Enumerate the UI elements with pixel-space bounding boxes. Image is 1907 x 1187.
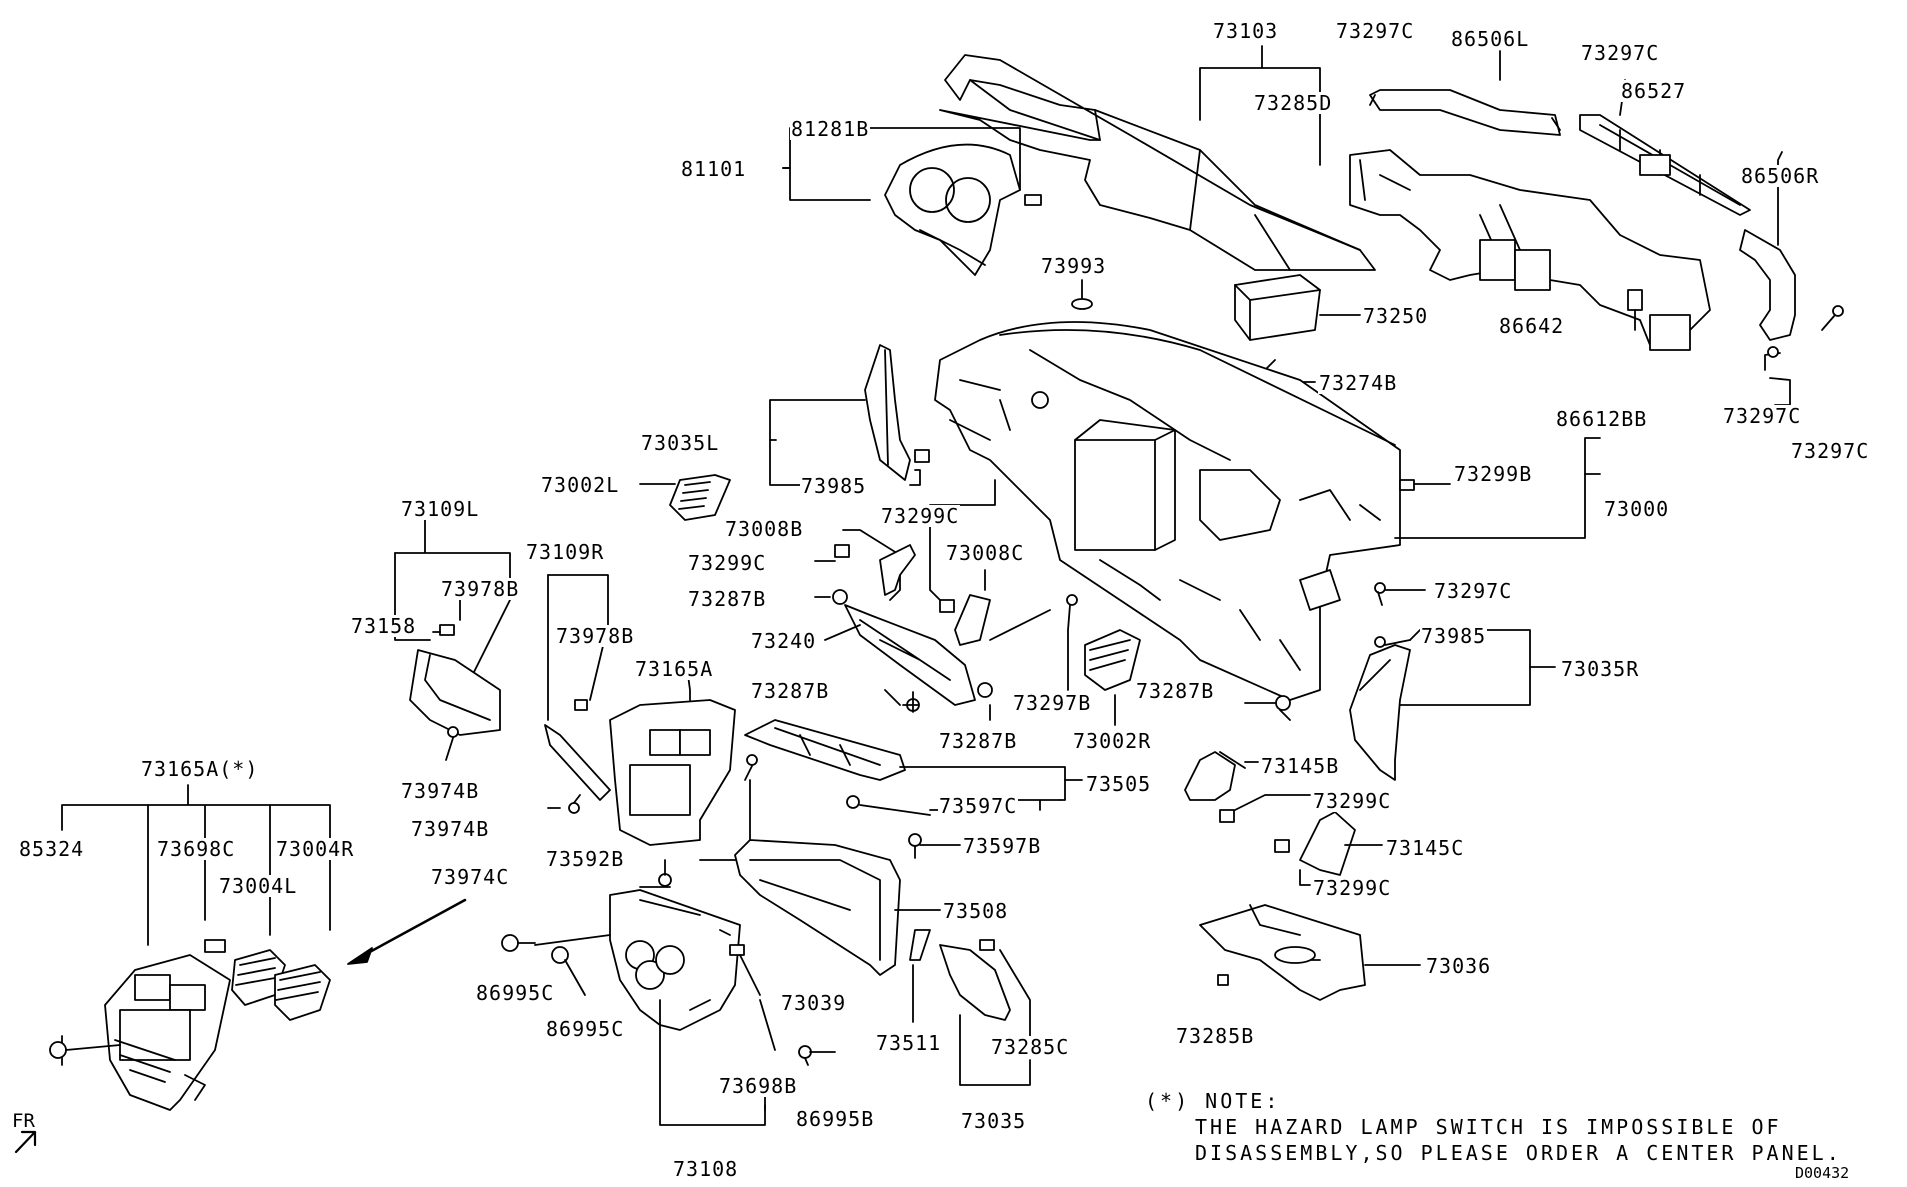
glovebox-shape [734,839,901,976]
duct-left-shape [1369,89,1561,136]
part-label: 73165A(*) [140,757,260,781]
bracket-73145B-shape [1184,751,1236,801]
part-label: 73974C [430,865,511,889]
note-block: (*) NOTE: [1145,1088,1280,1114]
lower-cover-shape [939,944,1011,1021]
note-marker: (*) [1145,1089,1191,1113]
part-label: 73103 [1212,19,1280,43]
part-label: 73297B [1012,691,1093,715]
part-label: 73004R [275,837,356,861]
part-label: 86995B [795,1107,876,1131]
part-label: 73287B [687,587,768,611]
glovebox-bracket-shape [744,719,906,781]
part-label: 81101 [680,157,748,181]
bracket-73008B-shape [879,544,916,596]
lower-panel-left-shape [409,649,501,736]
part-label: 73299B [1453,462,1534,486]
part-label: 73985 [1420,624,1488,648]
part-label: 73002L [540,473,621,497]
part-label: 73036 [1425,954,1493,978]
part-label: 86612BB [1555,407,1649,431]
part-label: 73698B [718,1074,799,1098]
vent-exploded-right-shape [274,964,331,1021]
note-line-1: THE HAZARD LAMP SWITCH IS IMPOSSIBLE OF [1195,1115,1782,1139]
strip-73109R-shape [544,724,611,801]
instrument-panel-shape [934,321,1401,701]
part-label: 73000 [1603,497,1671,521]
part-label: 73108 [672,1157,740,1181]
part-label: 73002R [1072,729,1153,753]
part-label: 86995C [545,1017,626,1041]
part-label: 86527 [1620,79,1688,103]
part-label: 73035 [960,1109,1028,1133]
part-label: 73297C [1335,19,1416,43]
part-label: 73511 [875,1031,943,1055]
part-label: 86642 [1498,314,1566,338]
part-label: 73008B [724,517,805,541]
part-label: 73297C [1790,439,1871,463]
part-label: 73592B [545,847,626,871]
part-label: 73297C [1580,41,1661,65]
note-label: NOTE: [1205,1089,1281,1113]
part-label: 73974B [410,817,491,841]
part-label: 73299C [1312,876,1393,900]
meter-hood-shape [884,143,1021,276]
part-label: 73978B [440,577,521,601]
part-label: 73004L [218,874,299,898]
bracket-73145C-shape [1299,811,1356,876]
part-label: 73109L [400,497,481,521]
part-label: 73597C [938,794,1019,818]
part-label: 81281B [790,117,871,141]
part-label: 86995C [475,981,556,1005]
part-label: 73287B [1135,679,1216,703]
part-label: 73250 [1362,304,1430,328]
part-label: 73299C [1312,789,1393,813]
part-label: 86506L [1450,27,1531,51]
vent-left-shape [669,474,731,521]
part-label: 73505 [1085,772,1153,796]
note-line-2: DISASSEMBLY,SO PLEASE ORDER A CENTER PAN… [1195,1141,1842,1165]
part-label: 73285C [990,1035,1071,1059]
part-label: 73297C [1433,579,1514,603]
part-label: 73698C [156,837,237,861]
part-label: 73974B [400,779,481,803]
airbag-shape [1234,274,1321,341]
part-label: 73287B [938,729,1019,753]
duct-right-shape [1739,229,1796,341]
part-label: 73297C [1722,404,1803,428]
part-label: 73008C [945,541,1026,565]
part-label: 86506R [1740,164,1821,188]
part-label: 73035R [1560,657,1641,681]
part-label: 73597B [962,834,1043,858]
part-label: 73039 [780,991,848,1015]
part-label: 73165A [634,657,715,681]
part-label: 73145B [1260,754,1341,778]
part-label: 85324 [18,837,86,861]
drawing-code: D00432 [1795,1164,1850,1182]
part-label: 73978B [555,624,636,648]
part-label: 73299C [880,504,961,528]
part-label: 73985 [800,474,868,498]
front-direction-label: FR [12,1110,35,1132]
part-label: 73993 [1040,254,1108,278]
bracket-73008C-shape [954,594,991,646]
part-label: 73145C [1385,836,1466,860]
main-duct-shape [1349,149,1711,346]
vent-right-shape [1084,629,1141,691]
part-label: 73035L [640,431,721,455]
part-label: 73285D [1253,91,1334,115]
part-label: 73158 [350,614,418,638]
upper-panel-shape [939,54,1376,271]
part-label: 73508 [942,899,1010,923]
part-label: 73285B [1175,1024,1256,1048]
part-label: 73299C [687,551,768,575]
part-label: 73240 [750,629,818,653]
part-label: 73109R [525,540,606,564]
side-cover-right-shape [1349,644,1411,781]
part-label: 73274B [1318,371,1399,395]
part-label: 73287B [750,679,831,703]
